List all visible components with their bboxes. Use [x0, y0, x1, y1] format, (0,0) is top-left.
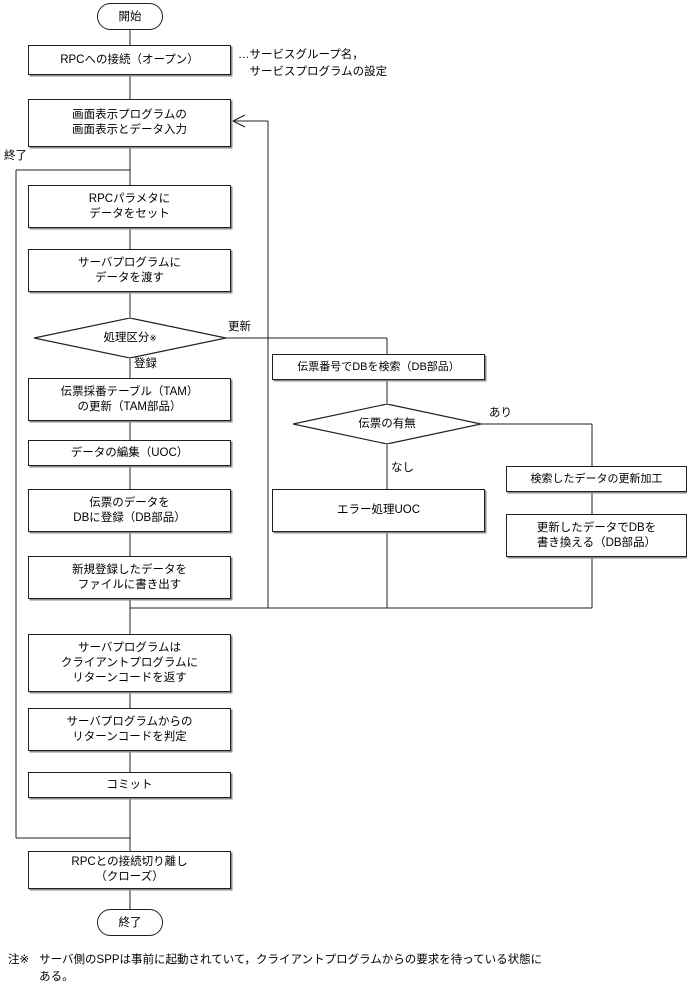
node-commit: コミット [28, 772, 231, 798]
node-error-uoc: エラー処理UOC [272, 489, 485, 532]
edge-label-update: 更新 [228, 321, 251, 333]
edge-label-not-exists: なし [391, 462, 414, 474]
node-edit-data: データの編集（UOC） [28, 440, 231, 466]
node-rewrite-db: 更新したデータでDBを 書き換える（DB部品） [506, 514, 687, 557]
terminator-start: 開始 [97, 3, 163, 30]
footnote: 注※ サーバ側のSPPは事前に起動されていて，クライアントプログラムからの要求を… [8, 952, 680, 986]
edge-label-exists: あり [489, 407, 512, 419]
decision-process-type: 処理区分※ [34, 318, 226, 358]
node-return-code: サーバプログラムは クライアントプログラムに リターンコードを返す [28, 634, 231, 692]
edge-label-exit: 終了 [4, 150, 27, 162]
arrowhead-to-screen-display [232, 114, 246, 128]
node-pass-data: サーバプログラムに データを渡す [28, 249, 231, 292]
node-judge-return: サーバプログラムからの リターンコードを判定 [28, 708, 231, 751]
footnote-mark: 注※ [8, 954, 30, 966]
node-rpc-open: RPCへの接続（オープン） [28, 45, 231, 75]
node-tam-update: 伝票採番テーブル（TAM） の更新（TAM部品） [28, 378, 231, 421]
terminator-start-label: 開始 [118, 10, 142, 23]
node-rpc-close: RPCとの接続切り離し （クローズ） [28, 851, 231, 889]
terminator-end-label: 終了 [118, 916, 142, 929]
decision-slip-exists: 伝票の有無 [293, 404, 481, 444]
node-update-process: 検索したデータの更新加工 [506, 466, 687, 492]
node-register-db: 伝票のデータを DBに登録（DB部品） [28, 489, 231, 532]
node-search-db: 伝票番号でDBを検索（DB部品） [272, 354, 485, 380]
node-write-file: 新規登録したデータを ファイルに書き出す [28, 556, 231, 599]
node-screen-display: 画面表示プログラムの 画面表示とデータ入力 [28, 99, 231, 147]
node-set-param: RPCパラメタに データをセット [28, 185, 231, 228]
terminator-end: 終了 [97, 909, 163, 936]
footnote-text: サーバ側のSPPは事前に起動されていて，クライアントプログラムからの要求を待って… [39, 954, 543, 983]
annotation-rpc-open-note: …サービスグループ名， サービスプログラムの設定 [238, 49, 388, 78]
edge-label-register: 登録 [134, 358, 157, 370]
